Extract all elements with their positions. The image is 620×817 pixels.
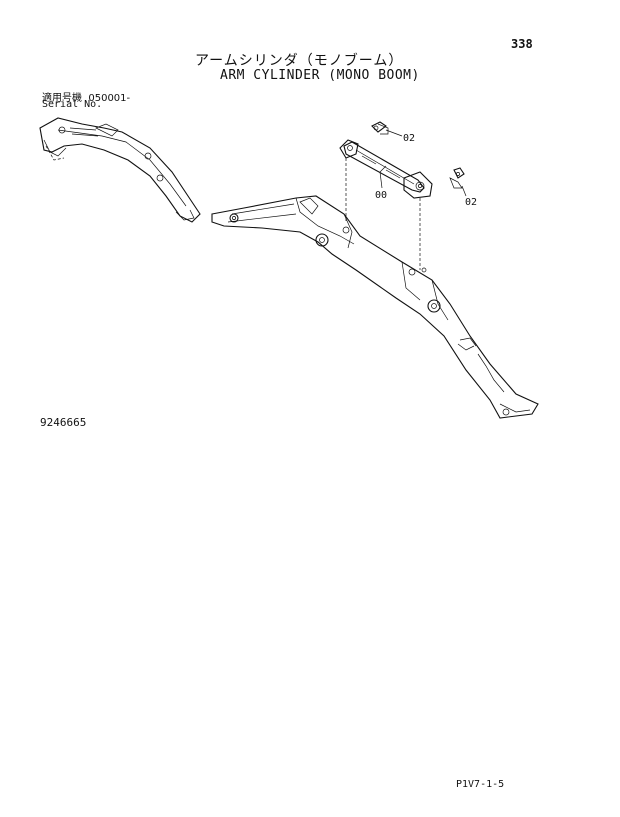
callout-leader-00 bbox=[379, 165, 387, 189]
page-number: 338 bbox=[511, 37, 533, 51]
arm-cylinder bbox=[339, 139, 433, 199]
callout-label-02-upper: 02 bbox=[403, 133, 415, 144]
serial-label: 適用号機 050001- bbox=[42, 89, 130, 104]
serial-label-english: Serial No. bbox=[42, 99, 103, 110]
callout-label-02-lower: 02 bbox=[465, 197, 477, 208]
page-code: P1V7-1-5 bbox=[456, 779, 505, 790]
callout-label-00: 00 bbox=[375, 190, 387, 201]
pin-lower bbox=[449, 167, 465, 189]
pin-upper bbox=[371, 121, 389, 135]
serial-label-jp: 適用号機 bbox=[42, 93, 82, 104]
page-title-japanese: アームシリンダ（モノブーム） bbox=[195, 53, 404, 69]
serial-range: 050001- bbox=[88, 93, 131, 104]
page-title-english: ARM CYLINDER (MONO BOOM) bbox=[220, 68, 420, 83]
boom-assembly bbox=[211, 195, 539, 419]
drawing-number: 9246665 bbox=[40, 416, 87, 429]
callout-leader-02-lower bbox=[461, 185, 467, 197]
callout-leader-02-upper bbox=[385, 129, 403, 137]
overview-boom-illustration bbox=[39, 117, 201, 223]
